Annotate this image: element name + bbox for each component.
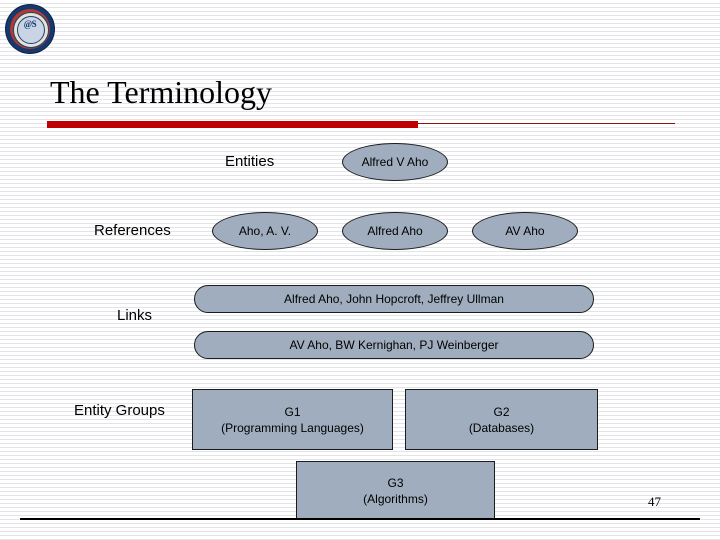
institute-seal-logo: @S [6, 5, 54, 53]
entity-group-node-g2[interactable]: G2 (Databases) [405, 389, 598, 450]
reference-node-av-aho[interactable]: AV Aho [472, 212, 578, 250]
link-node-aho-kernighan-weinberger[interactable]: AV Aho, BW Kernighan, PJ Weinberger [194, 331, 594, 359]
row-label-entities: Entities [225, 153, 275, 170]
reference-node-label: Aho, A. V. [238, 224, 292, 238]
entity-group-description: (Databases) [468, 420, 535, 435]
reference-node-label: Alfred Aho [367, 224, 423, 238]
reference-node-label: AV Aho [505, 224, 545, 238]
entity-group-node-g1[interactable]: G1 (Programming Languages) [192, 389, 393, 450]
reference-node-aho-a-v[interactable]: Aho, A. V. [212, 212, 318, 250]
link-node-label: Alfred Aho, John Hopcroft, Jeffrey Ullma… [284, 292, 504, 306]
page-title: The Terminology [50, 74, 273, 110]
entity-node-alfred-v-aho[interactable]: Alfred V Aho [342, 143, 448, 181]
title-accent-bar [47, 121, 418, 128]
row-label-entity-groups: Entity Groups [74, 402, 165, 419]
entity-group-id: G1 [284, 404, 301, 419]
link-node-label: AV Aho, BW Kernighan, PJ Weinberger [289, 338, 499, 352]
entity-group-description: (Algorithms) [363, 491, 428, 506]
entity-group-id: G3 [387, 475, 404, 490]
link-node-aho-hopcroft-ullman[interactable]: Alfred Aho, John Hopcroft, Jeffrey Ullma… [194, 285, 594, 313]
footer-divider [20, 518, 700, 520]
title-accent-bar-tail [418, 123, 675, 124]
entity-group-description: (Programming Languages) [221, 420, 364, 435]
page-number: 47 [648, 494, 661, 509]
reference-node-alfred-aho[interactable]: Alfred Aho [342, 212, 448, 250]
row-label-references: References [94, 222, 171, 239]
seal-core-disc [17, 16, 45, 44]
row-label-links: Links [117, 307, 153, 324]
entity-group-node-g3[interactable]: G3 (Algorithms) [296, 461, 495, 520]
seal-monogram: @S [23, 19, 37, 29]
entity-node-label: Alfred V Aho [361, 155, 429, 169]
entity-group-id: G2 [493, 404, 510, 419]
